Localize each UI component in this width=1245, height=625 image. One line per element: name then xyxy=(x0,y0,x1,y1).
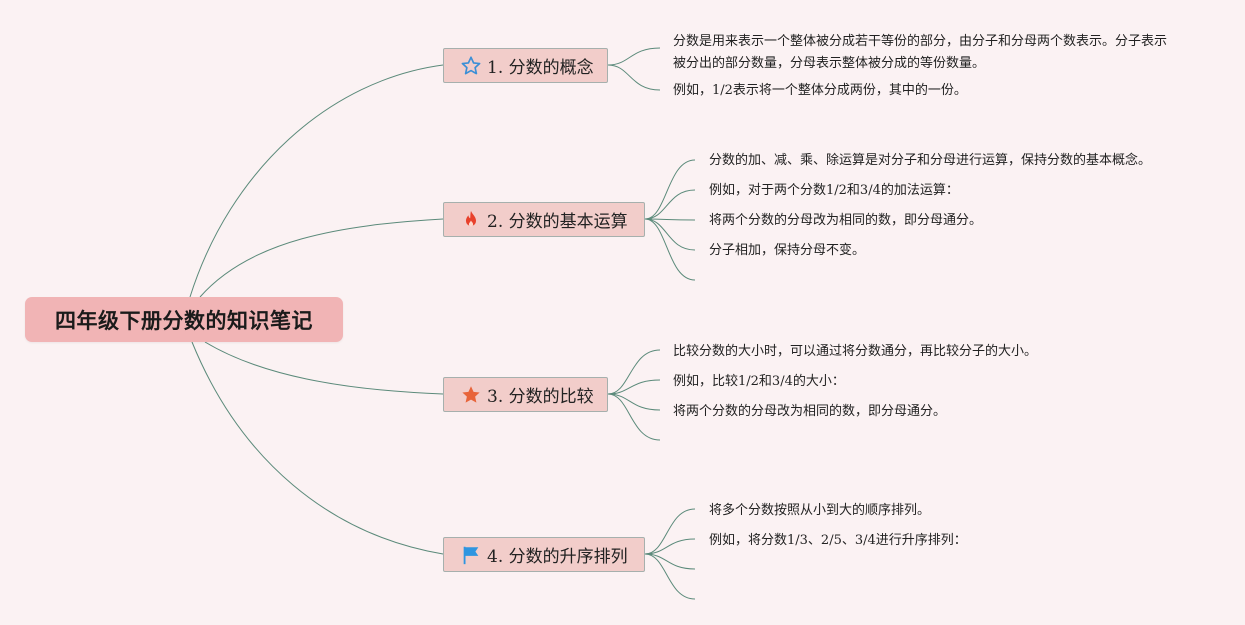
flag-icon xyxy=(460,544,482,566)
comparison-example-text: 例如，比较1/2和3/4的大小： xyxy=(673,374,845,389)
operations-example-text: 例如，对于两个分数1/2和3/4的加法运算： xyxy=(709,183,959,198)
connector-branch-2 xyxy=(199,218,444,298)
connector-leaf-3-4 xyxy=(607,393,661,441)
ordering-example-text: 例如，将分数1/3、2/5、3/4进行升序排列： xyxy=(709,533,967,548)
connector-branch-1 xyxy=(189,64,444,298)
connector-leaf-2-1 xyxy=(644,159,696,220)
connector-leaf-4-4 xyxy=(644,553,696,600)
connector-leaf-2-4 xyxy=(644,218,696,251)
connector-leaf-2-5 xyxy=(644,218,696,281)
ordering-rule-text: 将多个分数按照从小到大的顺序排列。 xyxy=(709,503,931,518)
connector-leaf-3-3 xyxy=(607,393,661,411)
comparison-rule-text: 比较分数的大小时，可以通过将分数通分，再比较分子的大小。 xyxy=(673,344,1038,359)
connector-branch-3 xyxy=(204,341,444,395)
connector-branch-4 xyxy=(191,341,444,555)
connector-leaf-1-2 xyxy=(607,64,661,91)
connector-leaf-3-2 xyxy=(607,379,661,395)
central-topic[interactable]: 四年级下册分数的知识笔记 xyxy=(25,297,343,342)
connector-leaf-3-1 xyxy=(607,349,661,395)
connector-leaf-1-1 xyxy=(607,47,661,66)
operations-step-common-denominator: 将两个分数的分母改为相同的数，即分母通分。 xyxy=(709,213,983,228)
fire-icon xyxy=(460,209,482,231)
branch-concept[interactable]: 1. 分数的概念 xyxy=(443,48,608,83)
branch-basic-operations-label: 2. 分数的基本运算 xyxy=(487,212,628,232)
connector-leaf-4-1 xyxy=(644,508,696,555)
branch-comparison[interactable]: 3. 分数的比较 xyxy=(443,377,608,412)
comparison-step-text: 将两个分数的分母改为相同的数，即分母通分。 xyxy=(673,404,947,419)
branch-comparison-label: 3. 分数的比较 xyxy=(487,387,594,407)
branch-ascending-order[interactable]: 4. 分数的升序排列 xyxy=(443,537,645,572)
operations-step-add-numerators: 分子相加，保持分母不变。 xyxy=(709,243,866,258)
connector-leaf-4-3 xyxy=(644,553,696,570)
star-filled-icon xyxy=(460,384,482,406)
branch-basic-operations[interactable]: 2. 分数的基本运算 xyxy=(443,202,645,237)
central-topic-label: 四年级下册分数的知识笔记 xyxy=(55,308,313,333)
branch-ascending-order-label: 4. 分数的升序排列 xyxy=(487,547,628,567)
connector-leaf-2-2 xyxy=(644,189,696,220)
concept-example-text: 例如，1/2表示将一个整体分成两份，其中的一份。 xyxy=(673,83,967,98)
operations-rule-text: 分数的加、减、乘、除运算是对分子和分母进行运算，保持分数的基本概念。 xyxy=(709,153,1152,168)
connector-leaf-4-2 xyxy=(644,538,696,555)
star-outline-icon xyxy=(460,55,482,77)
connector-leaf-2-3 xyxy=(644,218,696,221)
branch-concept-label: 1. 分数的概念 xyxy=(487,58,594,78)
concept-definition-text: 分数是用来表示一个整体被分成若干等份的部分，由分子和分母两个数表示。分子表示被分… xyxy=(673,34,1168,71)
